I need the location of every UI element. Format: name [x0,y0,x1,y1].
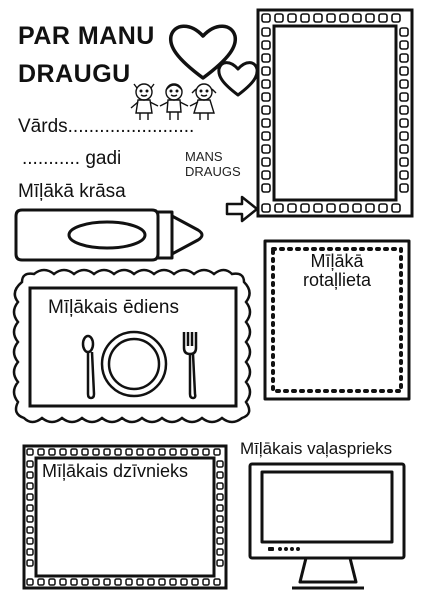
small-heart-icon [217,61,259,97]
fav-animal-label: Mīļākais dzīvnieks [42,461,189,481]
fav-food-label: Mīļākais ēdiens [48,297,179,318]
fav-animal-frame [22,444,228,590]
fav-hobby-label: Mīļākais vaļasprieks [240,439,393,458]
fav-color-label: Mīļākā krāsa [18,181,126,202]
fav-toy-label-line1: Mīļākā [310,251,364,271]
monitor-icon [248,462,406,590]
page-title-line2: DRAUGU [18,60,131,88]
crayon-icon [14,208,204,262]
fav-food-frame [10,268,256,428]
arrow-label-line1: MANS [185,149,223,164]
name-field-label: Vārds........................ [18,116,195,137]
page-title-line1: PAR MANU [18,22,155,50]
age-field-label: ........... gadi [22,148,122,169]
big-heart-icon [168,24,238,80]
kids-illustration-icon [130,83,217,120]
fav-toy-label-line2: rotaļlieta [302,270,372,290]
arrow-right-icon [225,195,259,223]
arrow-label-line2: DRAUGS [185,164,241,179]
fav-toy-frame [262,238,412,402]
friend-photo-frame [256,8,414,218]
